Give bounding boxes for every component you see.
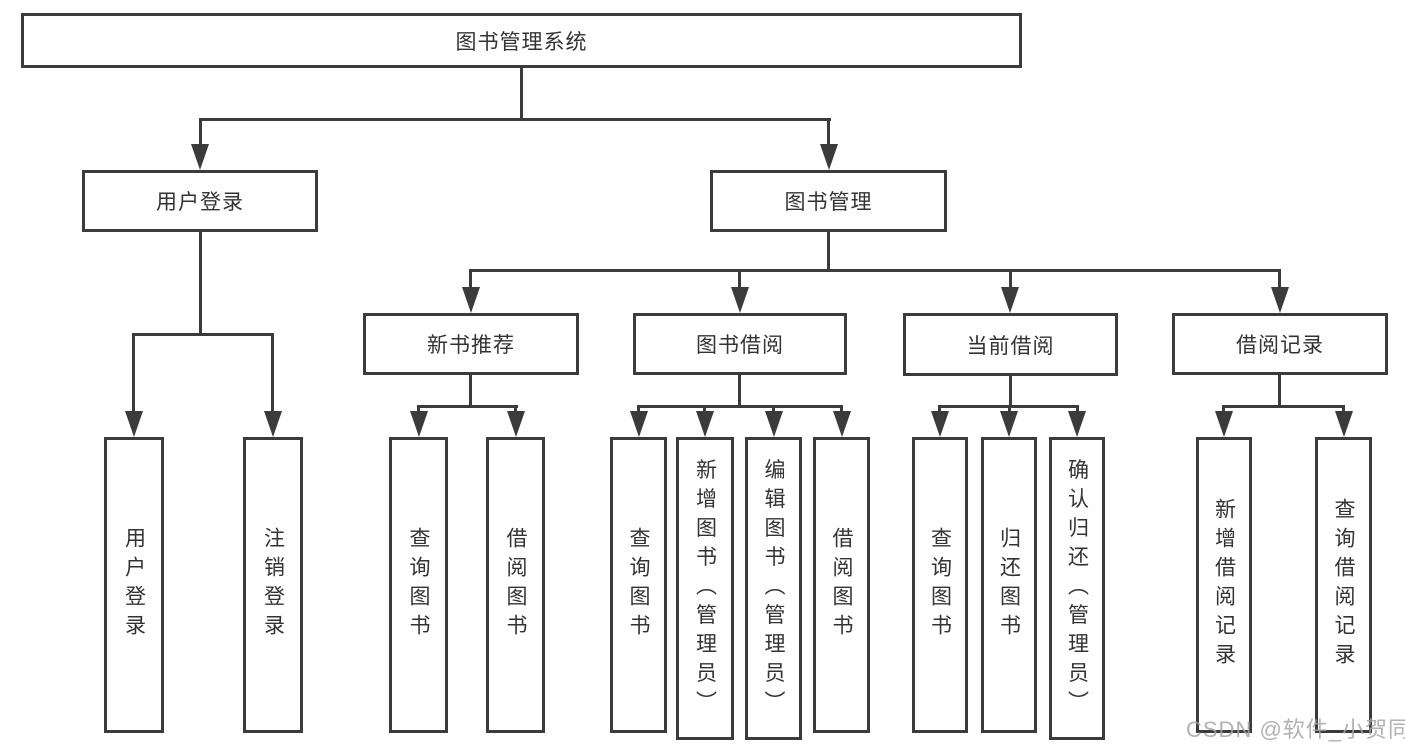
node-label: 查询借阅记录 [1332,498,1355,672]
node-leaf-query-books-borrowing: 查询图书 [610,437,667,733]
connector-line [132,333,135,411]
node-label: 图书管理 [784,191,873,214]
node-leaf-logout: 注销登录 [243,437,303,733]
node-leaf-edit-books-admin: 编辑图书（管理员） [745,437,802,740]
node-leaf-query-books-current: 查询图书 [912,437,968,733]
connector-arrowhead [1000,411,1018,437]
connector-line [1009,269,1012,287]
node-leaf-return-books: 归还图书 [981,437,1037,733]
node-label: 当前借阅 [966,334,1055,358]
connector-arrowhead [765,411,783,437]
connector-line [1222,405,1225,411]
node-label: 新增图书（管理员） [693,458,717,719]
connector-line [417,405,420,411]
connector-line [271,333,274,411]
node-label: 用户登录 [122,527,146,643]
connector-arrowhead [507,411,525,437]
node-leaf-user-login: 用户登录 [104,437,164,733]
node-current-borrowing: 当前借阅 [903,313,1118,376]
node-new-book-recommend: 新书推荐 [363,313,579,375]
connector-line [772,405,775,411]
node-leaf-add-books-admin: 新增图书（管理员） [676,437,734,740]
connector-arrowhead [1001,287,1019,313]
node-book-borrowing: 图书借阅 [633,313,847,375]
connector-line [469,269,472,287]
connector-arrowhead [1068,411,1086,437]
connector-line [1076,405,1079,411]
node-label: 借阅图书 [504,527,527,643]
node-label: 查询图书 [627,527,650,643]
connector-line [1278,269,1281,287]
node-leaf-confirm-return-admin: 确认归还（管理员） [1049,437,1105,740]
node-label: 归还图书 [997,527,1021,643]
connector-arrowhead [1215,411,1233,437]
node-label: 确认归还（管理员） [1065,458,1089,719]
connector-line [199,118,831,121]
connector-line [938,405,941,411]
node-library-system: 图书管理系统 [21,13,1022,68]
connector-line [637,405,640,411]
node-label: 借阅图书 [830,527,853,643]
connector-line [738,375,741,408]
connector-line [1278,375,1281,408]
connector-line [738,269,741,287]
connector-arrowhead [191,144,209,170]
connector-arrowhead [462,287,480,313]
node-label: 新书推荐 [427,334,515,357]
connector-arrowhead [264,411,282,437]
node-label: 用户登录 [156,191,244,214]
connector-line [1008,405,1011,411]
node-leaf-borrow-books-borrowing: 借阅图书 [813,437,870,733]
connector-line [199,232,202,336]
node-borrowing-records: 借阅记录 [1172,313,1388,375]
node-label: 查询图书 [928,527,952,643]
csdn-watermark: CSDN @软件_小贺同学 [1186,717,1405,742]
node-label: 编辑图书（管理员） [762,458,785,719]
connector-arrowhead [696,411,714,437]
connector-line [520,68,523,120]
connector-line [1342,405,1345,411]
connector-line [514,405,517,411]
connector-arrowhead [820,144,838,170]
connector-arrowhead [125,411,143,437]
connector-line [637,405,843,408]
node-leaf-borrow-books-recommend: 借阅图书 [486,437,545,733]
node-label: 查询图书 [407,527,430,643]
node-book-management: 图书管理 [710,170,947,232]
connector-line [469,269,1281,272]
node-leaf-query-borrow-record: 查询借阅记录 [1315,437,1372,733]
node-leaf-add-borrow-record: 新增借阅记录 [1196,437,1252,733]
connector-line [703,405,706,411]
connector-arrowhead [1271,287,1289,313]
connector-line [199,118,202,144]
connector-line [840,405,843,411]
node-label: 图书借阅 [696,334,784,357]
connector-arrowhead [731,287,749,313]
connector-arrowhead [833,411,851,437]
connector-arrowhead [630,411,648,437]
connector-arrowhead [1335,411,1353,437]
node-user-login: 用户登录 [82,170,318,232]
connector-line [1222,405,1345,408]
connector-line [827,118,830,144]
connector-line [469,375,472,408]
node-label: 图书管理系统 [455,30,588,54]
connector-line [417,405,518,408]
connector-arrowhead [931,411,949,437]
connector-line [1009,376,1012,408]
node-label: 新增借阅记录 [1212,498,1236,672]
node-leaf-query-books-recommend: 查询图书 [389,437,448,733]
node-label: 注销登录 [261,527,285,643]
connector-line [132,333,274,336]
connector-arrowhead [410,411,428,437]
node-label: 借阅记录 [1236,334,1324,357]
connector-line [827,232,830,272]
